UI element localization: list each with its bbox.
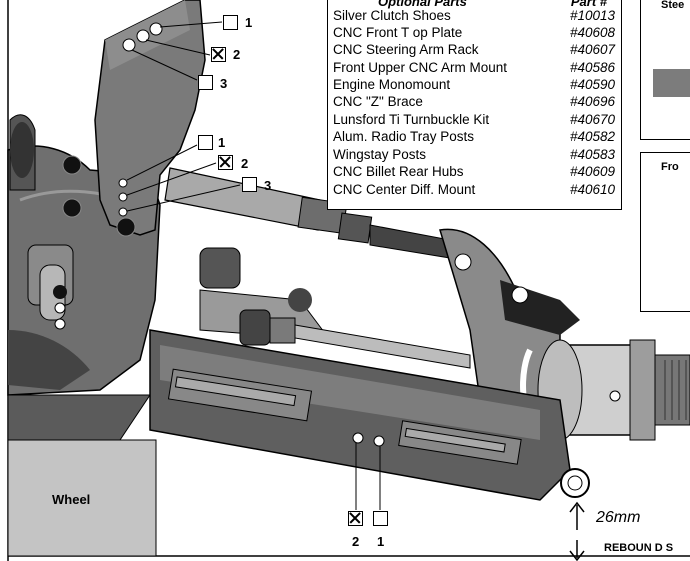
parts-row: CNC Steering Arm Rack #40607 (333, 42, 615, 58)
parts-row: CNC Billet Rear Hubs #40609 (333, 164, 615, 180)
wheel-label: Wheel (52, 492, 91, 507)
part-number: #40607 (569, 42, 615, 57)
tower-option-3-checkbox[interactable] (198, 75, 213, 90)
part-number: #10013 (569, 8, 615, 23)
part-number: #40609 (569, 164, 615, 179)
part-name: Lunsford Ti Turnbuckle Kit (333, 112, 490, 127)
part-number: #40590 (569, 77, 615, 92)
rebound-label: REBOUN D S (604, 542, 674, 554)
parts-row: Engine Monomount #40590 (333, 77, 615, 93)
parts-row: CNC "Z" Brace #40696 (333, 94, 615, 110)
parts-row: CNC Front T op Plate #40608 (333, 25, 615, 41)
part-name: Engine Monomount (333, 77, 451, 92)
steering-setting-label: Stee (661, 0, 685, 11)
link-option-3-checkbox[interactable] (242, 177, 257, 192)
parts-row: Front Upper CNC Arm Mount #40586 (333, 60, 615, 76)
link-option-1-checkbox[interactable] (198, 135, 213, 150)
parts-row: Alum. Radio Tray Posts #40582 (333, 129, 615, 145)
link-option-1-label: 1 (218, 135, 226, 150)
part-name: CNC Steering Arm Rack (333, 42, 479, 57)
part-number: #40608 (569, 25, 615, 40)
front-setting-label: Fro (661, 161, 679, 173)
part-number: #40586 (569, 60, 615, 75)
part-name: CNC Front T op Plate (333, 25, 463, 40)
arm-option-1-label: 1 (377, 534, 385, 549)
part-name: CNC "Z" Brace (333, 94, 423, 109)
link-option-3-label: 3 (264, 178, 272, 193)
part-number: #40582 (569, 129, 615, 144)
arm-option-2-label: 2 (352, 534, 360, 549)
tower-option-1-label: 1 (245, 15, 253, 30)
tower-option-2-label: 2 (233, 47, 241, 62)
part-name: CNC Billet Rear Hubs (333, 164, 464, 179)
part-number: #40610 (569, 182, 615, 197)
part-name: Silver Clutch Shoes (333, 8, 451, 23)
steering-setting-box: Stee (640, 0, 690, 140)
parts-row: CNC Center Diff. Mount #40610 (333, 182, 615, 198)
steering-setting-swatch (653, 69, 690, 97)
parts-header-number: Part # (570, 0, 607, 9)
tower-option-3-label: 3 (220, 76, 228, 91)
link-option-2-checkbox[interactable] (218, 155, 233, 170)
arm-option-2-checkbox[interactable] (348, 511, 363, 526)
part-number: #40583 (569, 147, 615, 162)
front-setting-box: Fro (640, 152, 690, 312)
tower-option-1-checkbox[interactable] (223, 15, 238, 30)
parts-header-name: Optional Parts (378, 0, 467, 9)
part-number: #40696 (569, 94, 615, 109)
part-number: #40670 (569, 112, 615, 127)
part-name: Alum. Radio Tray Posts (333, 129, 475, 144)
tower-option-2-checkbox[interactable] (211, 47, 226, 62)
link-option-2-label: 2 (241, 156, 249, 171)
parts-row: Wingstay Posts #40583 (333, 147, 615, 163)
part-name: Wingstay Posts (333, 147, 427, 162)
arm-option-1-checkbox[interactable] (373, 511, 388, 526)
ride-height-measurement: 26mm (596, 509, 641, 526)
parts-row: Lunsford Ti Turnbuckle Kit #40670 (333, 112, 615, 128)
parts-row: Silver Clutch Shoes #10013 (333, 8, 615, 24)
part-name: Front Upper CNC Arm Mount (333, 60, 508, 75)
part-name: CNC Center Diff. Mount (333, 182, 476, 197)
optional-parts-table: Optional Parts Part # Silver Clutch Shoe… (327, 0, 622, 210)
